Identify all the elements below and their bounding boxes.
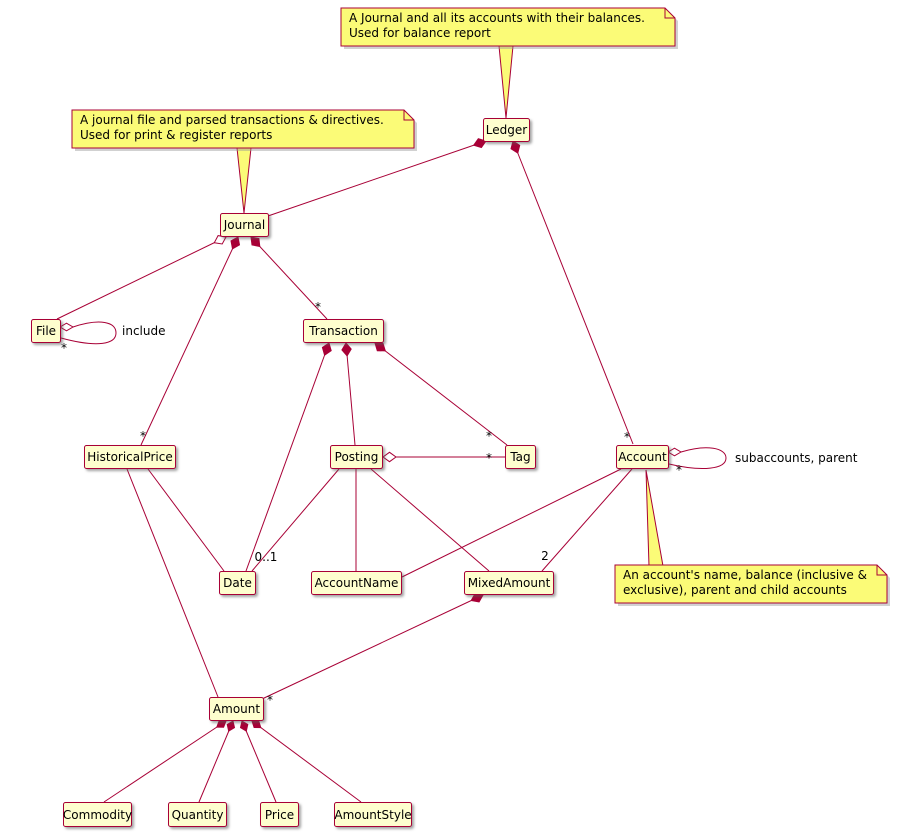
class-date: Date bbox=[219, 571, 256, 595]
note-account-text-1: An account's name, balance (inclusive & bbox=[623, 568, 867, 582]
class-accountname: AccountName bbox=[311, 571, 402, 595]
class-historicalprice: HistoricalPrice bbox=[84, 445, 176, 469]
edge-amount-commodity bbox=[103, 720, 227, 803]
multiplicity-account-mixedamount: 2 bbox=[541, 549, 549, 563]
note-fold-icon bbox=[876, 565, 887, 576]
edge-file-include-loop bbox=[60, 321, 117, 345]
edge-journal-file bbox=[56, 236, 227, 320]
note-account-text-2: exclusive), parent and child accounts bbox=[623, 583, 847, 597]
note-journal-text-1: A journal file and parsed transactions &… bbox=[80, 113, 384, 127]
note-account bbox=[614, 564, 888, 604]
note-pointer-journal bbox=[236, 147, 252, 214]
edge-transaction-date bbox=[245, 342, 330, 572]
class-posting: Posting bbox=[330, 445, 383, 469]
edge-amount-price bbox=[241, 720, 277, 803]
class-journal: Journal bbox=[220, 213, 269, 237]
edge-account-accountname bbox=[401, 468, 622, 578]
filled-diamond-icon bbox=[216, 720, 227, 728]
file-loop-open-diamond-icon bbox=[59, 322, 74, 332]
filled-diamond-icon bbox=[239, 720, 249, 732]
account-loop-open-diamond-icon bbox=[667, 447, 682, 457]
edge-mixedamount-amount bbox=[261, 594, 484, 700]
multiplicity-account-subaccounts: * bbox=[676, 463, 682, 477]
filled-diamond-icon bbox=[472, 138, 487, 149]
note-journal-text-2: Used for print & register reports bbox=[80, 128, 272, 142]
edge-transaction-posting bbox=[345, 342, 356, 446]
note-ledger-text-1: A Journal and all its accounts with thei… bbox=[349, 11, 645, 25]
filled-diamond-icon bbox=[226, 720, 236, 732]
multiplicity-mixedamount-amount: * bbox=[267, 693, 273, 707]
class-account: Account bbox=[616, 445, 669, 469]
edge-posting-date bbox=[251, 468, 340, 572]
edge-account-mixedamount bbox=[541, 468, 633, 572]
note-journal bbox=[71, 109, 415, 149]
edge-ledger-account bbox=[512, 140, 634, 445]
label-subaccounts-parent: subaccounts, parent bbox=[735, 451, 858, 465]
class-file: File bbox=[31, 319, 61, 343]
class-commodity: Commodity bbox=[63, 802, 132, 827]
class-quantity: Quantity bbox=[168, 802, 227, 827]
filled-diamond-icon bbox=[230, 236, 241, 250]
multiplicity-journal-historicalprice: * bbox=[140, 429, 146, 443]
class-mixedamount: MixedAmount bbox=[464, 571, 554, 595]
class-tag: Tag bbox=[505, 445, 536, 469]
class-price: Price bbox=[260, 802, 299, 827]
filled-diamond-icon bbox=[374, 342, 386, 352]
label-include: include bbox=[122, 324, 165, 338]
class-amountstyle: AmountStyle bbox=[334, 802, 412, 827]
note-fold-icon bbox=[664, 8, 675, 19]
edge-amount-amountstyle bbox=[251, 720, 362, 803]
multiplicity-posting-tag: * bbox=[486, 451, 492, 465]
filled-diamond-icon bbox=[251, 720, 262, 729]
filled-diamond-icon bbox=[341, 342, 352, 357]
edge-historicalprice-amount bbox=[126, 468, 219, 698]
edge-transaction-tag bbox=[374, 342, 508, 446]
note-ledger bbox=[340, 7, 676, 47]
multiplicity-transaction-date: 0..1 bbox=[255, 550, 278, 564]
class-ledger: Ledger bbox=[483, 118, 530, 142]
edge-historicalprice-date bbox=[147, 468, 225, 572]
note-ledger-text-2: Used for balance report bbox=[349, 26, 491, 40]
edge-amount-quantity bbox=[198, 720, 234, 803]
edge-journal-historicalprice bbox=[140, 236, 239, 446]
filled-diamond-icon bbox=[250, 236, 261, 248]
note-pointer-account bbox=[645, 469, 664, 567]
class-amount: Amount bbox=[209, 697, 264, 721]
multiplicity-file-include: * bbox=[61, 341, 67, 355]
multiplicity-ledger-account: * bbox=[624, 430, 630, 444]
edge-posting-mixedamount bbox=[370, 468, 490, 572]
note-fold-icon bbox=[403, 110, 414, 121]
class-transaction: Transaction bbox=[303, 319, 384, 343]
edge-journal-transaction bbox=[250, 236, 328, 320]
multiplicity-transaction-tag: * bbox=[486, 429, 492, 443]
note-pointer-ledger bbox=[498, 45, 514, 119]
filled-diamond-icon bbox=[510, 140, 521, 154]
edge-ledger-journal bbox=[267, 140, 487, 217]
edge-account-subaccounts-loop bbox=[668, 447, 727, 469]
open-diamond-icon bbox=[382, 451, 397, 463]
filled-diamond-icon bbox=[321, 342, 332, 357]
multiplicity-journal-transaction: * bbox=[315, 300, 321, 314]
